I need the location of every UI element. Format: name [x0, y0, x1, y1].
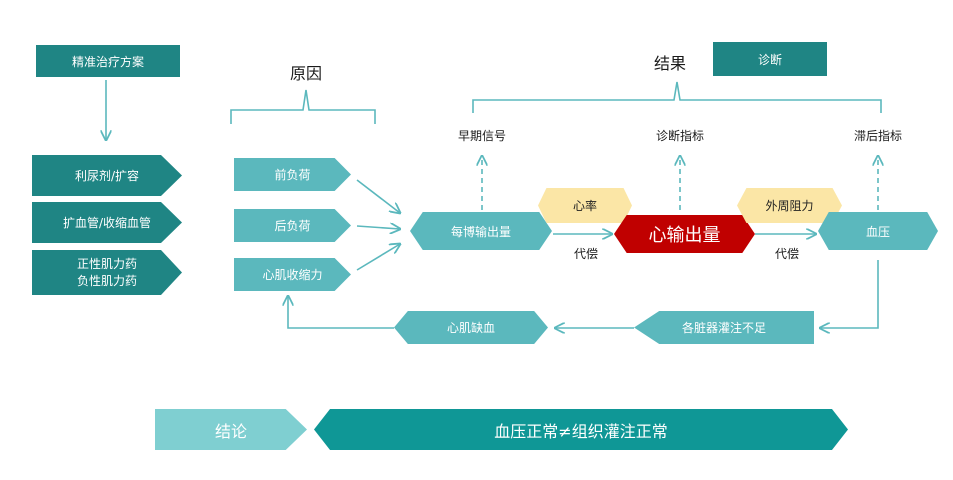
- cause-preload: 前负荷: [234, 158, 351, 191]
- indicator-diagnostic: 诊断指标: [655, 128, 704, 143]
- results-title: 结果: [653, 54, 686, 73]
- blood-pressure-box: 血压: [818, 212, 938, 250]
- myocardial-ischemia-box: 心肌缺血: [394, 311, 548, 344]
- drug-inotrope-box: 正性肌力药 负性肌力药: [32, 250, 182, 295]
- stroke-volume-box: 每博输出量: [410, 212, 552, 250]
- conclusion-label: 结论: [155, 409, 307, 450]
- cause-afterload: 后负荷: [234, 209, 351, 242]
- indicator-early-signal: 早期信号: [457, 128, 506, 143]
- drug-diuretic-box: 利尿剂/扩容: [32, 155, 182, 196]
- drug-inotrope-negative: 负性肌力药: [76, 273, 137, 288]
- compensation-label-right: 代偿: [774, 246, 799, 261]
- causes-title: 原因: [289, 64, 322, 83]
- drug-vasodilator-box: 扩血管/收缩血管: [32, 202, 182, 243]
- indicator-lagging: 滞后指标: [853, 128, 902, 143]
- conclusion-text: 血压正常≠组织灌注正常: [314, 409, 848, 450]
- compensation-label-left: 代偿: [573, 246, 598, 261]
- precision-treatment-box: 精准治疗方案: [36, 45, 180, 77]
- drug-inotrope-positive: 正性肌力药: [76, 256, 137, 271]
- cause-contractility: 心肌收缩力: [234, 258, 351, 291]
- heart-rate-box: 心率: [538, 188, 632, 223]
- diagnosis-box: 诊断: [713, 42, 827, 76]
- cardiac-output-box: 心输出量: [614, 215, 755, 253]
- organ-perfusion-box: 各脏器灌注不足: [634, 311, 814, 344]
- peripheral-resistance-box: 外周阻力: [737, 188, 842, 223]
